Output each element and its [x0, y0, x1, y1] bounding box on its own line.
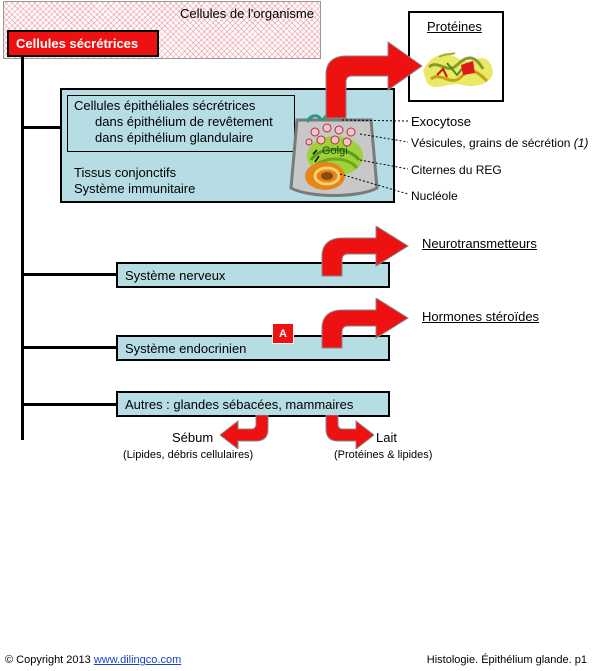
exocytosis-arrow	[325, 41, 423, 119]
copyright-text: © Copyright 2013	[5, 654, 94, 666]
tree-trunk	[21, 57, 24, 440]
proteins-box: Protéines	[408, 11, 504, 102]
epithelial-line-2: dans épithélium de revêtement	[95, 114, 273, 129]
connective-tissue-label: Tissus conjonctifs	[74, 165, 177, 180]
organism-label: Cellules de l'organisme	[180, 6, 314, 21]
epithelial-line-3: dans épithélium glandulaire	[95, 130, 254, 145]
endocrine-system-box: Système endocrinien	[116, 335, 390, 361]
branch-endocrine	[21, 346, 117, 349]
vesicles-footnote-ref: (1)	[573, 136, 589, 150]
milk-detail: (Protéines & lipides)	[334, 449, 433, 461]
sebum-detail: (Lipides, débris cellulaires)	[123, 449, 254, 461]
endocrine-output-arrow	[321, 298, 409, 349]
golgi-label: Golgi	[322, 145, 348, 157]
branch-others	[21, 403, 117, 406]
immune-system-label: Système immunitaire	[74, 181, 196, 196]
branch-nervous	[21, 273, 117, 276]
nucleolus-label: Nucléole	[411, 189, 458, 203]
secretory-cells-label: Cellules sécrétrices	[7, 30, 159, 57]
proteins-title: Protéines	[427, 19, 482, 34]
sebum-arrow	[220, 415, 269, 449]
endocrine-badge: A	[272, 323, 294, 344]
others-label: Autres : glandes sébacées, mammaires	[125, 397, 354, 412]
nervous-output-arrow	[321, 226, 409, 277]
epithelial-line-1: Cellules épithéliales sécrétrices	[74, 98, 256, 113]
milk-label: Lait	[376, 430, 397, 445]
epithelial-inner-box: Cellules épithéliales sécrétrices dans é…	[67, 95, 295, 152]
neurotransmitters-label: Neurotransmetteurs	[422, 236, 537, 251]
website-link[interactable]: www.dilingco.com	[93, 654, 182, 666]
endocrine-system-label: Système endocrinien	[125, 341, 247, 356]
exocytose-label: Exocytose	[411, 114, 471, 129]
endocrine-badge-text: A	[279, 328, 287, 340]
branch-epithelial	[21, 126, 61, 129]
sebum-label: Sébum	[172, 430, 214, 445]
secretory-cells-text: Cellules sécrétrices	[16, 36, 139, 51]
cell-annotation-lines	[339, 119, 409, 195]
nervous-system-box: Système nerveux	[116, 262, 390, 288]
footer-page-label: Histologie. Épithélium glande. p1	[426, 654, 587, 666]
nervous-system-label: Système nerveux	[125, 268, 226, 283]
vesicles-text: Vésicules, grains de sécrétion	[411, 136, 574, 150]
others-box: Autres : glandes sébacées, mammaires	[116, 391, 390, 417]
protein-structure-image	[423, 52, 493, 88]
footer-copyright: © Copyright 2013 www.dilingco.com	[5, 654, 181, 667]
vesicles-label: Vésicules, grains de sécrétion (1)	[411, 136, 588, 150]
steroid-hormones-label: Hormones stéroïdes	[422, 309, 540, 324]
reg-cisternae-label: Citernes du REG	[411, 163, 502, 177]
milk-arrow	[325, 415, 374, 449]
secretory-cell-illustration	[289, 112, 379, 197]
